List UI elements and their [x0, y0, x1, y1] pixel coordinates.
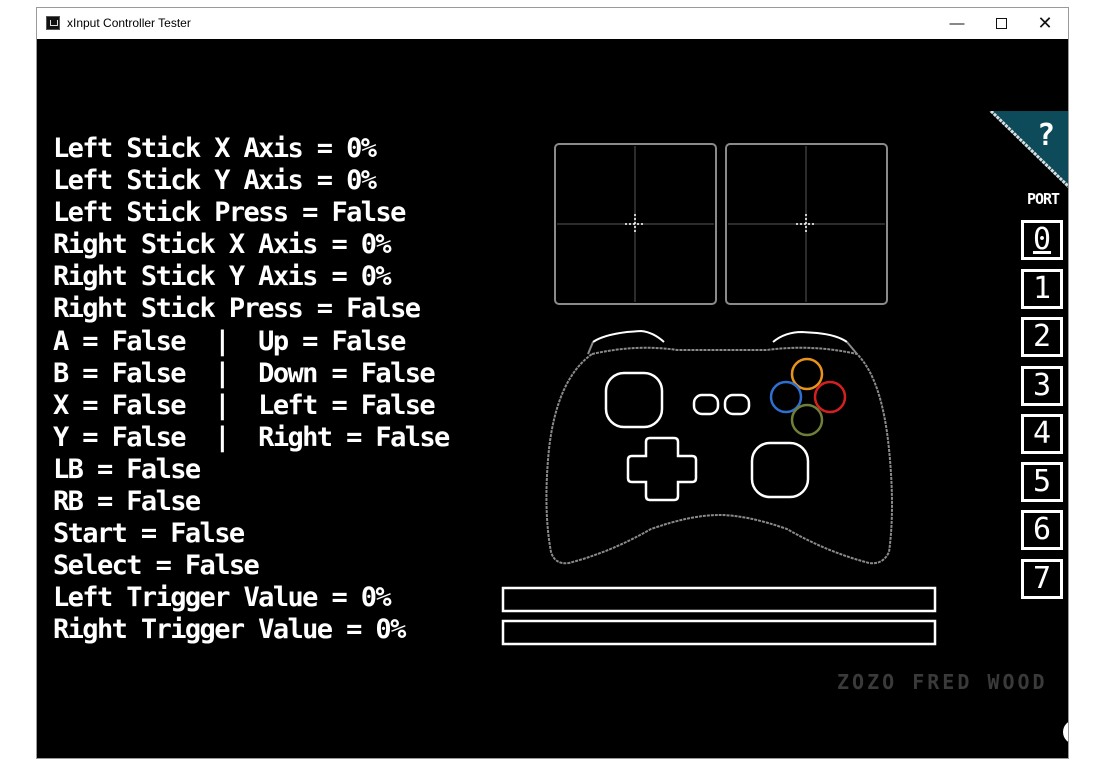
title-bar[interactable]: xInput Controller Tester — ✕ — [37, 8, 1068, 39]
left-stick-box — [554, 143, 717, 305]
right-thumbstick — [750, 441, 810, 499]
port-button-2[interactable]: 2 — [1021, 317, 1063, 357]
help-icon: ? — [1037, 118, 1055, 153]
button-b-shape — [813, 380, 847, 414]
readout-rb: RB = False — [53, 486, 201, 518]
maximize-icon — [995, 18, 1007, 29]
port-button-3[interactable]: 3 — [1021, 366, 1063, 406]
right-stick-box — [725, 143, 888, 305]
port-button-4[interactable]: 4 — [1021, 414, 1063, 454]
dpad-shape — [626, 436, 698, 502]
input-readout: Left Stick X Axis = 0% Left Stick Y Axis… — [53, 133, 450, 647]
readout-a-up: A = False | Up = False — [53, 325, 406, 357]
select-button-shape — [692, 393, 720, 416]
port-button-1[interactable]: 1 — [1021, 269, 1063, 309]
start-button-shape — [723, 393, 751, 416]
readout-right-trigger: Right Trigger Value = 0% — [53, 614, 406, 646]
signal-icon — [1063, 722, 1068, 742]
readout-left-stick-y: Left Stick Y Axis = 0% — [53, 165, 377, 197]
readout-left-trigger: Left Trigger Value = 0% — [53, 582, 392, 614]
left-stick-crosshair — [625, 214, 645, 234]
button-a-shape — [790, 403, 824, 437]
button-y-shape — [790, 357, 824, 391]
port-button-5[interactable]: 5 — [1021, 462, 1063, 502]
port-button-7[interactable]: 7 — [1021, 559, 1063, 599]
left-trigger-bar — [501, 586, 937, 613]
port-label: PORT — [1026, 190, 1060, 208]
readout-select: Select = False — [53, 550, 260, 582]
app-icon — [46, 16, 60, 30]
readout-right-stick-x: Right Stick X Axis = 0% — [53, 229, 392, 261]
window-title: xInput Controller Tester — [67, 16, 191, 30]
readout-left-stick-press: Left Stick Press = False — [53, 197, 406, 229]
controller-outline — [545, 329, 893, 565]
port-button-6[interactable]: 6 — [1021, 510, 1063, 550]
help-button[interactable]: ? — [989, 111, 1068, 189]
right-stick-crosshair — [796, 214, 816, 234]
app-window: xInput Controller Tester — ✕ Left Stick … — [36, 7, 1069, 759]
close-button[interactable]: ✕ — [1022, 8, 1068, 39]
credit-text: ZOZO FRED WOOD — [837, 670, 1048, 694]
tester-screen: Left Stick X Axis = 0% Left Stick Y Axis… — [37, 39, 1068, 758]
close-icon: ✕ — [1037, 13, 1053, 33]
readout-right-stick-y: Right Stick Y Axis = 0% — [53, 261, 392, 293]
readout-x-left: X = False | Left = False — [53, 389, 436, 421]
readout-right-stick-press: Right Stick Press = False — [53, 293, 421, 325]
left-thumbstick — [604, 371, 664, 429]
right-trigger-bar — [501, 619, 937, 646]
maximize-button[interactable] — [978, 8, 1024, 39]
port-button-0[interactable]: 0 — [1021, 220, 1063, 260]
readout-left-stick-x: Left Stick X Axis = 0% — [53, 133, 377, 164]
controller-graphics — [501, 143, 937, 646]
readout-b-down: B = False | Down = False — [53, 357, 436, 389]
readout-y-right: Y = False | Right = False — [53, 421, 450, 453]
readout-start: Start = False — [53, 518, 245, 550]
readout-lb: LB = False — [53, 453, 201, 485]
minimize-icon: — — [949, 15, 965, 32]
button-x-shape — [769, 380, 803, 414]
minimize-button[interactable]: — — [934, 8, 980, 39]
